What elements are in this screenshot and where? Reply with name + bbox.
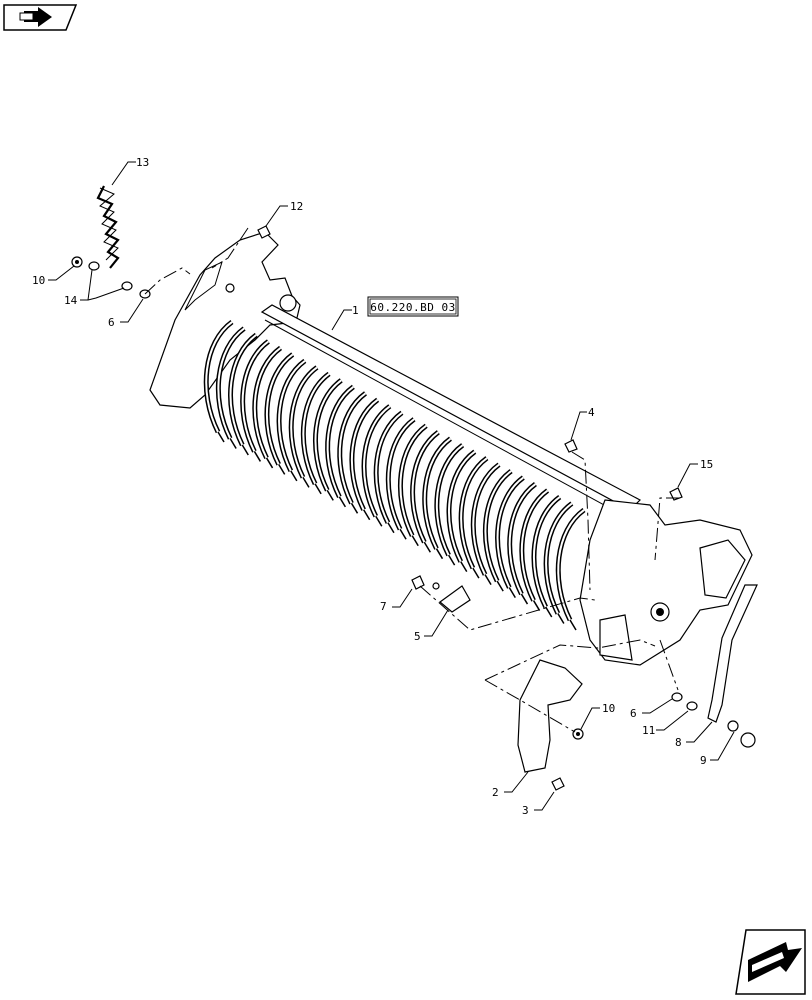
tine-band-highlight xyxy=(326,386,354,498)
tine-band-highlight xyxy=(253,347,282,459)
callout-11: 11 xyxy=(642,724,655,737)
tine-band-highlight xyxy=(387,418,415,530)
tine-tip xyxy=(508,587,516,598)
tine-band-highlight xyxy=(205,321,233,433)
tine-band-highlight xyxy=(217,327,245,439)
tine-band-highlight xyxy=(435,444,464,556)
hardware xyxy=(71,225,758,791)
callout-13: 13 xyxy=(136,156,149,169)
tine-tip xyxy=(265,457,274,469)
tine-tip xyxy=(520,593,529,605)
tine-tip xyxy=(241,444,249,456)
reference-box[interactable]: 60.220.BD 03 xyxy=(367,296,459,317)
tine-band-highlight xyxy=(375,411,403,524)
callout-10-right: 10 xyxy=(602,702,615,715)
tine-band-highlight xyxy=(496,476,524,589)
tine-tip xyxy=(253,451,262,462)
callout-4: 4 xyxy=(588,406,595,419)
tine-tip xyxy=(217,431,225,443)
chain xyxy=(96,185,120,269)
leader-lines xyxy=(48,161,735,811)
callout-12: 12 xyxy=(290,200,303,213)
callout-2: 2 xyxy=(492,786,499,799)
tine-band-highlight xyxy=(532,496,561,608)
assembly-lines xyxy=(144,227,680,733)
callout-15: 15 xyxy=(700,458,713,471)
tine-band-highlight xyxy=(508,483,537,595)
pickup-frame xyxy=(149,231,753,666)
tine-tip xyxy=(387,522,395,534)
next-page-arrow-icon[interactable] xyxy=(735,929,806,995)
tine-tip xyxy=(399,528,407,540)
tine-band-highlight xyxy=(460,457,488,569)
tine-tip xyxy=(472,567,480,579)
tine-band-highlight xyxy=(423,437,452,550)
tine-tip xyxy=(290,470,298,482)
tine-band-highlight xyxy=(290,366,318,478)
tine-tip xyxy=(460,561,468,573)
tine-band-highlight xyxy=(411,431,439,543)
tine-tip xyxy=(496,580,504,592)
tine-band-highlight xyxy=(545,502,573,614)
callout-9: 9 xyxy=(700,754,707,767)
tine-band-highlight xyxy=(278,360,306,472)
tine-tip xyxy=(435,548,444,560)
callout-10: 10 xyxy=(32,274,45,287)
tine-tip xyxy=(350,502,359,514)
tine-tip xyxy=(569,619,577,631)
tine-tip xyxy=(545,606,553,618)
tine-band-highlight xyxy=(448,450,476,563)
tine-tip xyxy=(532,600,541,611)
tine-tip xyxy=(557,613,565,624)
tine-tip xyxy=(278,464,286,475)
tine-tip xyxy=(314,483,322,495)
tine-band-highlight xyxy=(338,392,367,504)
previous-page-arrow-icon[interactable] xyxy=(3,4,78,31)
callout-1: 1 xyxy=(352,304,359,317)
callout-5: 5 xyxy=(414,630,421,643)
tine-tip xyxy=(229,438,237,449)
tine-tip xyxy=(338,496,347,508)
tine-tip xyxy=(375,515,383,527)
tine-band-highlight xyxy=(265,353,294,465)
callout-6-right: 6 xyxy=(630,707,637,720)
tine-band-highlight xyxy=(241,340,269,452)
callout-14: 14 xyxy=(64,294,78,307)
callout-8: 8 xyxy=(675,736,682,749)
tine-band-highlight xyxy=(363,405,391,517)
callout-6: 6 xyxy=(108,316,115,329)
rotor-tines xyxy=(203,319,586,631)
tine-band-highlight xyxy=(472,463,500,576)
callout-7: 7 xyxy=(380,600,387,613)
reference-box-text: 60.220.BD 03 xyxy=(370,301,455,314)
tine-tip xyxy=(423,541,431,553)
tine-band-highlight xyxy=(399,424,427,537)
tine-tip xyxy=(302,476,310,488)
tine-tip xyxy=(363,509,371,521)
tine-band-highlight xyxy=(302,373,330,485)
tine-band-highlight xyxy=(557,509,585,621)
tine-tip xyxy=(326,489,334,501)
tine-band-highlight xyxy=(229,334,257,446)
tine-band-highlight xyxy=(520,489,549,601)
tine-band-highlight xyxy=(314,379,342,491)
tine-band-highlight xyxy=(484,470,512,582)
tine-band-highlight xyxy=(350,398,379,511)
callout-3: 3 xyxy=(522,804,529,817)
tine-tip xyxy=(484,574,492,586)
tine-tip xyxy=(447,554,456,566)
callout-labels: 1 13 12 10 14 6 4 15 7 5 10 6 11 8 9 2 3 xyxy=(32,156,713,817)
tine-tip xyxy=(411,535,419,547)
